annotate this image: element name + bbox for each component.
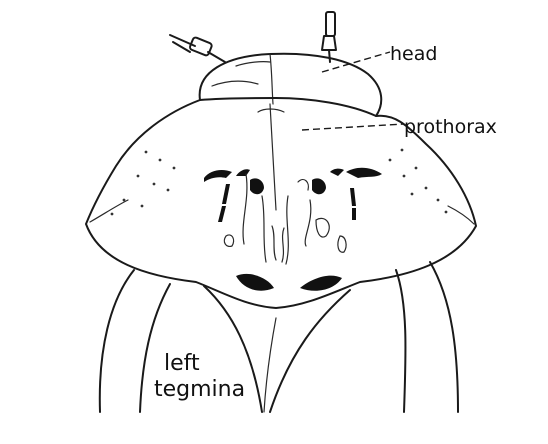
head-leader-line: [322, 52, 390, 72]
left-tegmina-label-line2: tegmina: [154, 377, 245, 402]
antenna-right: [322, 12, 336, 62]
prothorax-leader-line: [302, 124, 404, 130]
head-label: head: [390, 43, 437, 65]
prothorax-label: prothorax: [404, 116, 497, 138]
antenna-left: [170, 35, 225, 62]
left-tegmina-label-line1: left: [164, 351, 200, 376]
